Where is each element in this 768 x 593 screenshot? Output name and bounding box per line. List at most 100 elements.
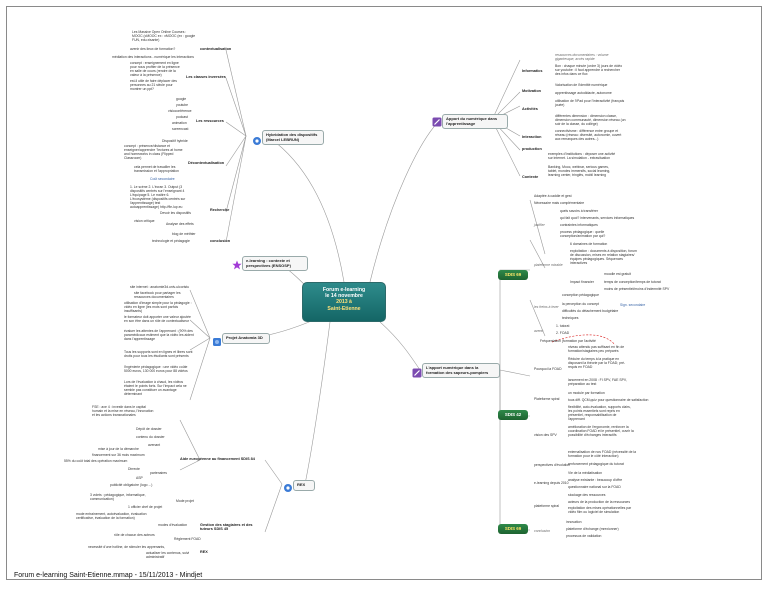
sp-adaptee[interactable]: Adaptée à caddie et gest [534, 194, 572, 198]
sp-renforcement[interactable]: renforcement pédagogique du tutorat [568, 462, 624, 466]
node-avenir-lieux[interactable]: avenir des lieux de formation? [130, 47, 176, 51]
sp-flex[interactable]: flexibilité, auto-évaluation, supports c… [568, 405, 631, 421]
anatomia-item[interactable]: site internet : anatomie3d.univ-ulcorist… [130, 285, 189, 289]
sp-domaines[interactable]: 6 domaines de formation [570, 242, 608, 246]
num-utilisation[interactable]: utilisation de l'iPad pour l'interactivi… [555, 99, 625, 107]
sp-techniques[interactable]: techniques [562, 316, 579, 320]
rex-necessite[interactable]: necessité d'une hotline, de stimuler les… [88, 545, 165, 549]
num-contexte[interactable]: Contexte [522, 175, 539, 179]
node-concept-presence[interactable]: concept : présence/distance et enseigner… [124, 144, 183, 160]
sdis-badge[interactable]: SDIS 69 [498, 524, 528, 534]
rex-modes-eval[interactable]: mode entrainement, autoévaluation, évalu… [76, 512, 147, 520]
node-recherche-note[interactable]: 1. Le scène 2. L'écran 3. Output (3 disp… [130, 185, 186, 209]
num-valorisation[interactable]: Valorisation de l'identité numérique [555, 83, 608, 87]
rex-mode-projet[interactable]: Mode projet [176, 499, 194, 503]
sp-moins[interactable]: moins de présentiel/moins d'indemnité SP… [604, 287, 670, 291]
anatomia-item[interactable]: Tous les supports sont en lignes et libr… [124, 350, 193, 358]
anatomia-item[interactable]: Lors de l'évaluation à chaud, les vidéos… [124, 380, 187, 396]
node-ressources[interactable]: Les ressources [196, 119, 224, 123]
resource-item[interactable]: google [176, 97, 187, 101]
num-informatics[interactable]: Informatics [522, 69, 543, 73]
node-conclusion[interactable]: conclusion [210, 239, 231, 243]
sp-exploitation2[interactable]: exploitation des mises opérationnelles p… [568, 506, 632, 514]
num-connect[interactable]: connectivisme : différence entre groupe … [555, 129, 622, 141]
num-activites[interactable]: Activités [522, 107, 538, 111]
node-mediation[interactable]: médiation des interactions - numérique l… [112, 55, 194, 59]
rex-pct[interactable]: 55% du coût total des opération maximum [64, 459, 128, 463]
sp-foad[interactable]: 2. FOAD [556, 331, 570, 335]
rex-fse[interactable]: FSE : axe 4 : investir dans le capital h… [92, 405, 154, 417]
resource-item[interactable]: podcast [176, 115, 188, 119]
sp-reduire[interactable]: Réduire du temps à la pratique en dispos… [568, 357, 626, 369]
node-classes-inversees[interactable]: Les classes inversées [186, 75, 226, 79]
topic-elearning[interactable]: e-learning : contexte et perspectives (E… [242, 256, 308, 272]
topic-numerique[interactable]: Apport du numérique dans l'apprentissage [442, 114, 508, 130]
anatomia-item[interactable]: le formateur doit apporter une valeur aj… [124, 315, 191, 323]
rex-node[interactable]: REX [200, 550, 208, 554]
sp-vie[interactable]: Vie de la médiatisation [568, 471, 603, 475]
sp-moodle[interactable]: moodle est gratuit [604, 272, 631, 276]
sp-externalisation[interactable]: externalisation de nos FOAD (nécessité d… [568, 450, 637, 458]
sp-temps[interactable]: temps de conception/temps de tutorat [604, 280, 661, 284]
node-contextualisation[interactable]: contextualisation [200, 47, 232, 51]
sp-process[interactable]: process pédagogique : quelle conception/… [560, 230, 606, 238]
sp-necessaire[interactable]: Nécessaire mais complémentaire [534, 201, 585, 205]
node-est-il-utile[interactable]: est-il utile de faire déplacer des perso… [130, 79, 177, 91]
rex-depot[interactable]: Dépôt de dossier [136, 427, 162, 431]
rex-asp[interactable]: ASP [136, 476, 143, 480]
sp-avenir[interactable]: avenir [534, 329, 544, 333]
node-concept[interactable]: concept : enseignement en ligne pour nou… [130, 61, 180, 77]
topic-rex[interactable]: REX [293, 480, 315, 491]
topic-sapeurs[interactable]: L'apport numérique dans la formation des… [422, 363, 500, 379]
anatomia-item[interactable]: site facebook pour partager les ressourc… [134, 291, 181, 299]
anatomia-item[interactable]: utilisation d'image simple pour la pédag… [124, 301, 192, 313]
topic-hybridation[interactable]: Hybridation des dispositifs (Marcel LEBR… [262, 130, 324, 146]
sp-contraintes[interactable]: contraintes informatiques [560, 223, 598, 227]
sp-acteurs[interactable]: acteurs de la production de la ressource… [568, 500, 631, 504]
node-techno-pedago[interactable]: technologie et pédagogie [152, 239, 190, 243]
sp-stockage[interactable]: stockage des ressources [568, 493, 606, 497]
num-production[interactable]: production [522, 147, 542, 151]
sp-tutorat[interactable]: 1. tutorat [556, 324, 570, 328]
sp-exploitation[interactable]: exploitation : documents à disposition, … [570, 249, 637, 265]
sp-plateforme-echange[interactable]: plateforme d'échange (mrexionner) [566, 527, 619, 531]
rex-modes[interactable]: modes d'évaluation [158, 523, 188, 527]
sp-pourquoi[interactable]: Pourquoi la FOAD [534, 367, 562, 371]
sp-perception[interactable]: la perception du concept [562, 302, 599, 306]
sp-justifier[interactable]: justifier [534, 223, 545, 227]
num-interaction[interactable]: Interaction [522, 135, 542, 139]
node-mooc[interactable]: Les Massive Open Online Courses : MOOC (… [132, 30, 196, 42]
num-motivation[interactable]: Motivation [522, 89, 541, 93]
rex-role[interactable]: rôle de chacun des acteurs [114, 533, 155, 537]
sp-lancement[interactable]: lancement en 2008 : FI SPV, FAE SPV, pré… [568, 378, 627, 386]
rex-publicite[interactable]: publicité obligatoire (logo ...) [110, 483, 153, 487]
node-vision-critique[interactable]: vision critique [134, 219, 155, 223]
resource-item[interactable]: visioconférence [168, 109, 192, 113]
node-cout-secondaire[interactable]: Coût secondaire [150, 177, 175, 181]
sp-conclusion[interactable]: conclusion [534, 529, 551, 533]
rex-aide[interactable]: Aide européenne au financement SDIS 84 [180, 457, 255, 461]
num-resdoc[interactable]: ressources documentaires : volume gigant… [555, 53, 609, 61]
sp-vision[interactable]: vision des SPV [534, 433, 557, 437]
rex-trois-volets[interactable]: 3 volets : pédagogique, informatique, co… [90, 493, 146, 501]
sp-conception[interactable]: conception pédagogique [562, 293, 599, 297]
rex-officier[interactable]: 1 officier chef de projet [128, 505, 163, 509]
sp-niveau[interactable]: niveau attendu pas suffisant en fin de f… [568, 345, 625, 353]
num-diff[interactable]: différentes dimension : dimension classe… [555, 114, 626, 126]
sp-plateforme-spiral2[interactable]: plateforme spiral [534, 504, 560, 508]
rex-dirrecte[interactable]: Dirrecte [128, 467, 140, 471]
sp-quels[interactable]: quels savoirs à transférer [560, 209, 599, 213]
sp-qui[interactable]: qui fait quoi? intervenants, services in… [560, 216, 635, 220]
sp-plateforme-spiral[interactable]: Plateforme spiral [534, 397, 560, 401]
sp-perspectives[interactable]: perspectives d'évolution [534, 463, 571, 467]
num-bon[interactable]: Bon : chaque minute (ordre 3) jours de v… [555, 64, 623, 76]
sp-innovation[interactable]: innovation [566, 520, 582, 524]
node-dispositif-hybride[interactable]: Dispositif hybride [162, 139, 188, 143]
sdis-badge[interactable]: SDIS 42 [498, 410, 528, 420]
central-topic[interactable]: Forum e-learning le 14 novembre 2013 à S… [302, 282, 386, 322]
anatomia-item[interactable]: évaluer les attentes de l'apprenant : (9… [124, 329, 194, 341]
sp-freins[interactable]: les freins à lever [534, 305, 559, 309]
sp-processus[interactable]: processus de validation [566, 534, 602, 538]
resource-item[interactable]: youtube [176, 103, 189, 107]
rex-contenu[interactable]: contenu du dossier [136, 435, 165, 439]
